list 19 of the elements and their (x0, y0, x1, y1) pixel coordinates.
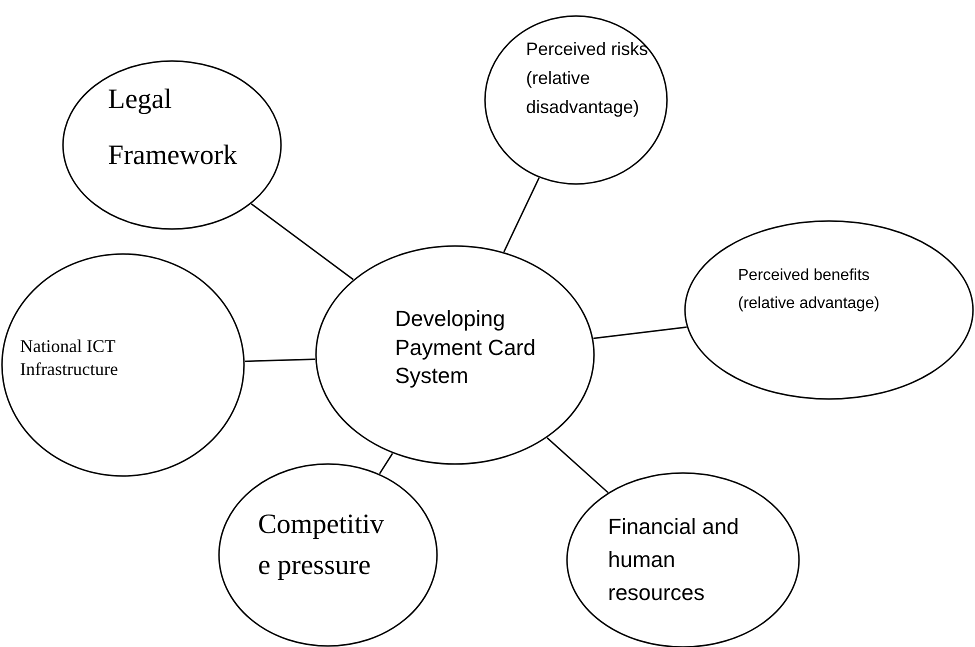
connector-line (546, 437, 608, 494)
oval-node (218, 463, 438, 647)
connector-line (250, 203, 354, 280)
oval-node (62, 60, 282, 230)
node-label: Competitiv e pressure (258, 508, 385, 583)
connector-line (244, 358, 316, 362)
oval-node (484, 15, 668, 185)
node-label: Perceived benefits (relative advantage) (738, 266, 880, 314)
oval-node (1, 253, 245, 477)
node-label: Perceived risks (relative disadvantage) (526, 38, 650, 120)
oval-node (684, 220, 974, 400)
node-label: National ICT Infrastructure (20, 335, 119, 380)
oval-node (315, 245, 595, 465)
connector-line (593, 326, 687, 340)
node-label: Financial and human resources (608, 513, 740, 607)
connector-line (378, 453, 394, 474)
connector-line (503, 178, 540, 252)
node-label: Developing Payment Card System (395, 305, 537, 390)
node-label: Legal Framework (108, 83, 238, 173)
